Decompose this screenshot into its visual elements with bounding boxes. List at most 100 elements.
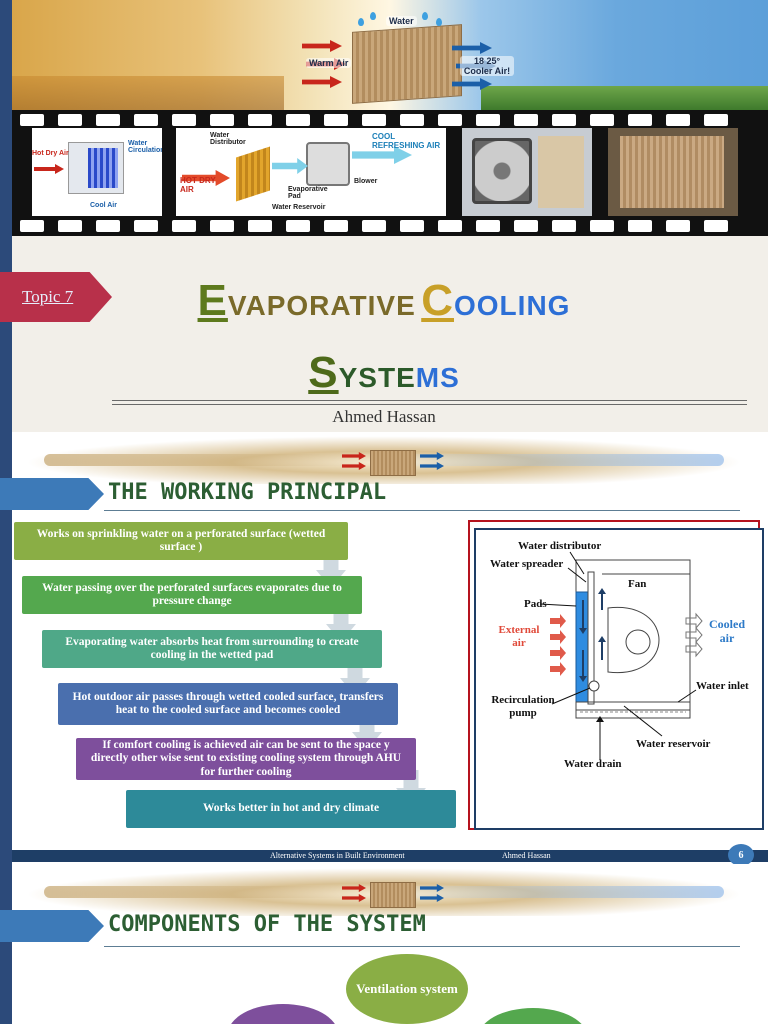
label-fan: Fan [628,578,647,590]
title-cap-c: C [421,276,454,325]
cooler-schematic [539,551,703,760]
title-slide: Water Warm Air 18 25° Cooler Air! Hot Dr… [0,0,768,432]
title-rule [112,404,747,405]
frame2-label: Blower [354,178,378,185]
frame2-label: Water Reservoir [272,204,326,211]
title-word-ms: MS [415,362,460,393]
step-3: Evaporating water absorbs heat from surr… [42,630,382,668]
frame2-label: Evaporative Pad [288,186,328,200]
frame-fan-unit-photo [462,128,592,216]
pad-image [236,146,270,202]
frame-cooler-photo [608,128,738,216]
warm-air-arrow-icon [342,884,366,892]
warm-air-arrow-icon [302,76,342,88]
slide-edge-bar [0,864,12,1024]
sprocket-row-bottom [20,220,760,232]
label-water-drain: Water drain [564,758,622,770]
water-label: Water [386,16,417,26]
cooler-air-label: 18 25° Cooler Air! [460,56,514,76]
ventilation-system-node: Ventilation system [346,954,468,1024]
cooler-diagram: Water distributor Water spreader Fan Pad… [474,528,764,830]
cool-air-arrow-icon [272,158,308,174]
heading-arrow [0,910,104,942]
label-external-air: External air [498,624,540,649]
cool-air-arrow-icon [420,452,444,460]
slide-footer: Alternative Systems in Built Environment… [12,850,768,862]
title-cap-e: E [197,276,228,325]
label-water-distributor: Water distributor [518,540,602,552]
warm-air-arrow-icon [302,40,342,52]
water-drop-icon [358,18,364,26]
label-recirculation-pump: Recirculation pump [491,694,555,719]
slide-heading: THE WORKING PRINCIPAL [108,480,387,505]
cooler-pad-image [88,148,118,188]
slide-edge-bar [0,0,12,432]
film-strip: Hot Dry Air Water Circulation Cool Air W… [12,110,768,236]
component-node [478,1008,588,1024]
fan-photo [472,138,532,204]
component-node [228,1004,338,1024]
frame2-label: COOL REFRESHING AIR [372,132,441,150]
footer-author: Ahmed Hassan [502,851,551,860]
mini-banner [24,436,744,484]
page-number-badge: 6 [728,844,754,864]
label-water-reservoir: Water reservoir [636,738,711,750]
title-line-2: SYSTEMS [0,348,768,398]
mini-banner [24,868,744,916]
cool-air-arrow-icon [420,462,444,470]
frame1-label: Hot Dry Air [32,150,69,157]
title-word-vaporative: VAPORATIVE [227,290,416,321]
label-water-inlet: Water inlet [696,680,749,692]
warm-air-label: Warm Air [306,58,352,68]
sprocket-row-top [20,114,760,126]
evaporative-pad-image [352,24,462,104]
step-6: Works better in hot and dry climate [126,790,456,828]
step-1: Works on sprinkling water on a perforate… [14,522,348,560]
cool-air-arrow-icon [420,894,444,902]
frame2-label: HOT DRY AIR [180,176,216,194]
warm-air-arrow-icon [342,894,366,902]
label-pads: Pads [524,598,547,610]
title-rule [112,400,747,401]
water-drop-icon [370,12,376,20]
heading-rule [104,946,740,947]
desert-dune [12,76,285,110]
evaporative-pad-image [370,882,416,908]
frame1-label: Cool Air [90,202,117,209]
working-principal-slide: THE WORKING PRINCIPAL Works on sprinklin… [0,432,768,864]
step-2: Water passing over the perforated surfac… [22,576,362,614]
heading-arrow [0,478,104,510]
frame-evaporative-process: Water Distributor COOL REFRESHING AIR HO… [176,128,446,216]
hero-banner: Water Warm Air 18 25° Cooler Air! [12,0,768,110]
water-drop-icon [436,18,442,26]
hot-air-arrow-icon [34,164,64,174]
warm-air-arrow-icon [342,452,366,460]
components-slide: COMPONENTS OF THE SYSTEM Ventilation sys… [0,864,768,1024]
evaporative-pad-image [370,450,416,476]
heading-rule [104,510,740,511]
blower-image [306,142,350,186]
title-line-1: EVAPORATIVE COOLING [0,276,768,326]
frame1-label: Water Circulation [128,140,162,154]
label-cooled-air: Cooled air [709,617,745,645]
footer-course: Alternative Systems in Built Environment [270,851,405,860]
slide-edge-bar [0,432,12,864]
step-4: Hot outdoor air passes through wetted co… [58,683,398,725]
cooler-casing-photo [538,136,584,208]
cooler-unit-photo [620,136,724,208]
water-drop-icon [422,12,428,20]
author-name: Ahmed Hassan [332,407,436,426]
title-word-ooling: OOLING [454,290,571,321]
title-word-syste: YSTE [338,362,416,393]
grass-strip [480,86,768,110]
frame2-label: Water Distributor [210,132,246,146]
label-water-spreader: Water spreader [490,558,564,570]
warm-air-arrow-icon [342,462,366,470]
title-cap-s: S [308,348,339,397]
topic-label: Topic 7 [22,287,74,306]
cool-air-arrow-icon [420,884,444,892]
step-5: If comfort cooling is achieved air can b… [76,738,416,780]
frame-cooler-diagram: Hot Dry Air Water Circulation Cool Air [32,128,162,216]
topic-badge: Topic 7 [0,272,112,322]
slide-heading: COMPONENTS OF THE SYSTEM [108,912,426,937]
